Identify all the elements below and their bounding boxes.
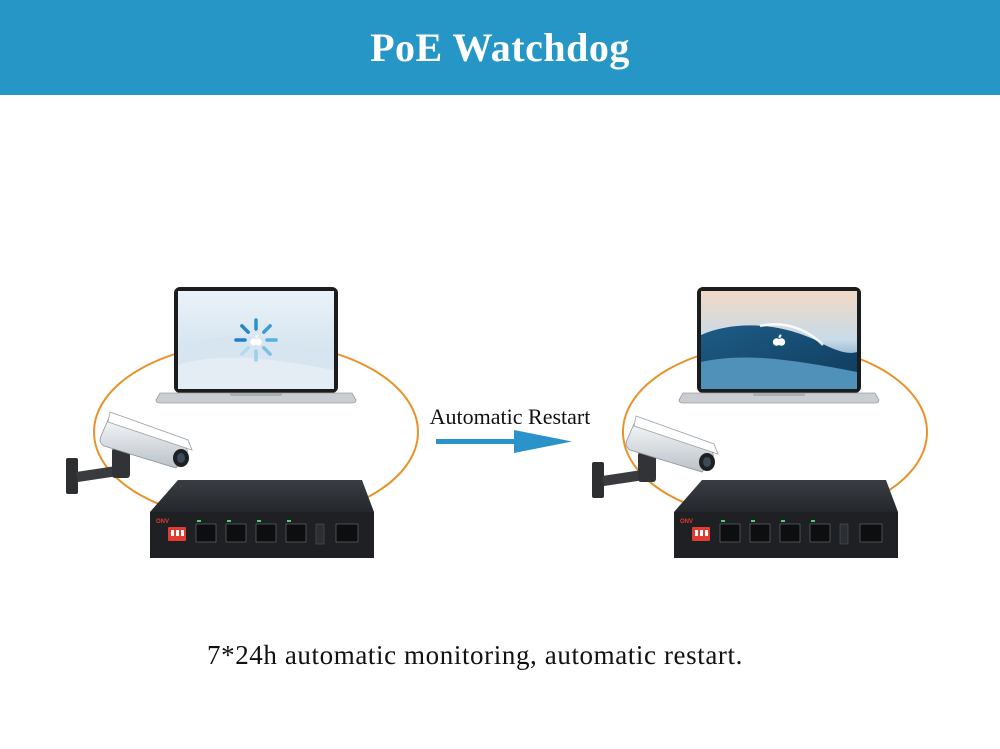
left-switch-brand: ONV bbox=[156, 519, 169, 525]
left-poe-switch: ONV bbox=[150, 480, 374, 558]
left-camera bbox=[66, 411, 193, 494]
right-laptop bbox=[678, 287, 880, 404]
left-laptop bbox=[155, 287, 357, 404]
transition-label: Automatic Restart bbox=[429, 404, 591, 429]
title-banner: PoE Watchdog bbox=[0, 0, 1000, 95]
spinner-icon bbox=[234, 318, 278, 362]
left-scene-before: ONV bbox=[66, 287, 419, 558]
page-title: PoE Watchdog bbox=[370, 25, 630, 70]
right-camera bbox=[592, 415, 719, 498]
bottom-caption: 7*24h automatic monitoring, automatic re… bbox=[207, 640, 743, 670]
right-switch-brand: ONV bbox=[680, 519, 693, 525]
right-scene-after: ONV bbox=[592, 287, 928, 558]
right-poe-switch: ONV bbox=[674, 480, 898, 558]
apple-logo-icon bbox=[772, 334, 786, 346]
apple-logo-icon bbox=[250, 334, 262, 346]
restart-arrow bbox=[436, 430, 572, 453]
